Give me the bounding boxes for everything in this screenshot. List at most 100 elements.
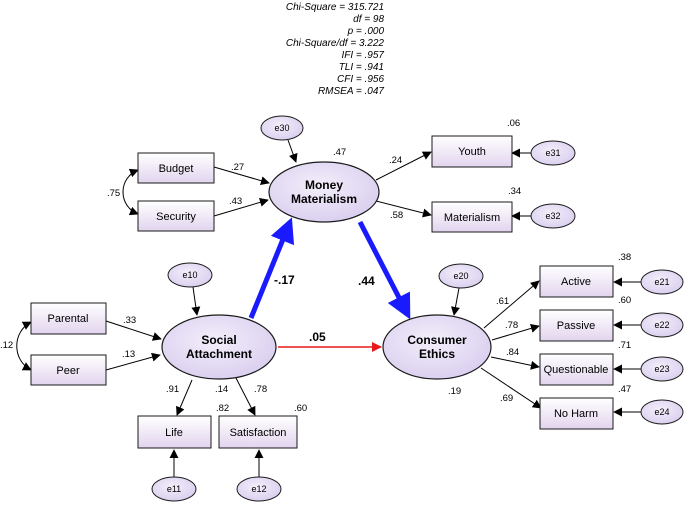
e12-label: e12 — [251, 484, 266, 494]
life-label: Life — [165, 427, 183, 439]
satisfaction-label: Satisfaction — [230, 427, 287, 439]
money-materialism-line1: Money — [305, 178, 343, 192]
box-budget: Budget — [137, 152, 215, 184]
fit-ifi: IFI = .957 — [341, 50, 384, 61]
error-e24: e24 — [640, 399, 684, 425]
latent-consumer-ethics: Consumer Ethics — [382, 314, 492, 380]
path-social-attachment-to-life — [176, 379, 193, 416]
no-harm-label: No Harm — [554, 408, 598, 420]
fit-df: df = 98 — [353, 14, 384, 25]
active-r2: .38 — [618, 252, 631, 263]
questionable-r2: .71 — [618, 340, 631, 351]
parental-label: Parental — [48, 313, 89, 325]
coef-sa-life: .91 — [166, 384, 179, 395]
error-e21: e21 — [640, 269, 684, 295]
coef-mm-materialism: .58 — [390, 210, 403, 221]
error-e10: e10 — [167, 262, 213, 288]
coef-ce-passive: .78 — [505, 320, 518, 331]
coef-sa-mm: -.17 — [274, 273, 295, 287]
fit-cfi: CFI = .956 — [337, 74, 384, 85]
box-peer: Peer — [30, 354, 107, 386]
noharm-r2: .47 — [618, 384, 631, 395]
fit-rmsea: RMSEA = .047 — [318, 86, 384, 97]
path-budget-to-money-materialism — [213, 166, 270, 186]
error-e20: e20 — [438, 263, 484, 289]
latent-money-materialism: Money Materialism — [268, 161, 380, 223]
coef-mm-youth: .24 — [389, 155, 402, 166]
e31-label: e31 — [545, 148, 560, 158]
box-passive: Passive — [539, 309, 614, 342]
coef-parental-sa: .33 — [123, 315, 136, 326]
active-label: Active — [561, 276, 591, 288]
error-e11: e11 — [151, 476, 197, 502]
e21-label: e21 — [654, 277, 669, 287]
fit-chi-square: Chi-Square = 315.721 — [286, 2, 384, 13]
satisfaction-r2: .60 — [294, 403, 307, 414]
path-money-materialism-to-youth — [375, 151, 432, 181]
error-e12: e12 — [236, 476, 282, 502]
questionable-label: Questionable — [544, 364, 609, 376]
error-e31: e31 — [530, 140, 576, 166]
path-e10-to-social-attachment — [191, 286, 201, 316]
error-e23: e23 — [640, 356, 684, 382]
path-consumer-ethics-to-questionable — [490, 356, 540, 370]
error-e30: e30 — [260, 115, 304, 141]
materialism-label: Materialism — [444, 212, 500, 224]
e10-label: e10 — [182, 270, 197, 280]
social-attachment-line1: Social — [201, 333, 236, 347]
error-e32: e32 — [530, 203, 576, 229]
passive-r2: .60 — [618, 295, 631, 306]
coef-budget-security-cov: .75 — [107, 188, 120, 199]
security-label: Security — [156, 211, 196, 223]
path-consumer-ethics-to-active — [483, 280, 540, 329]
coef-budget-mm: .27 — [231, 162, 244, 173]
coef-security-mm: .43 — [229, 196, 242, 207]
box-youth: Youth — [431, 135, 513, 168]
fit-chi-square-df: Chi-Square/df = 3.222 — [286, 38, 385, 49]
budget-label: Budget — [159, 163, 194, 175]
path-e20-to-consumer-ethics — [451, 287, 460, 316]
box-active: Active — [539, 265, 614, 298]
coef-ce-active: .61 — [496, 296, 509, 307]
coef-ce-questionable: .84 — [506, 347, 519, 358]
coef-parental-peer-cov: .12 — [0, 340, 13, 351]
box-life: Life — [137, 415, 212, 449]
e30-label: e30 — [274, 123, 289, 133]
coef-sa-ce: .05 — [309, 330, 326, 344]
consumer-ethics-line1: Consumer — [407, 333, 467, 347]
consumer-ethics-r2: .19 — [448, 386, 461, 397]
coef-mm-ce: .44 — [358, 274, 375, 288]
consumer-ethics-line2: Ethics — [419, 347, 455, 361]
fit-p: p = .000 — [347, 26, 385, 37]
path-money-materialism-to-materialism — [375, 200, 432, 218]
passive-label: Passive — [557, 320, 596, 332]
box-security: Security — [137, 200, 215, 232]
coefficient-labels: .47 .27 .43 .75 .24 .58 .06 .34 .33 .13 … — [0, 118, 631, 414]
path-consumer-ethics-to-no-harm — [480, 367, 542, 409]
money-materialism-r2: .47 — [333, 147, 346, 158]
youth-label: Youth — [458, 146, 486, 158]
path-peer-to-social-attachment — [105, 352, 161, 371]
path-money-materialism-to-consumer-ethics — [357, 220, 411, 320]
e32-label: e32 — [545, 211, 560, 221]
youth-r2: .06 — [507, 118, 520, 129]
path-e30-to-money-materialism — [287, 139, 298, 163]
path-social-attachment-to-satisfaction — [235, 377, 256, 416]
coef-ce-noharm: .69 — [500, 393, 513, 404]
materialism-r2: .34 — [508, 186, 521, 197]
box-satisfaction: Satisfaction — [218, 415, 298, 449]
e23-label: e23 — [654, 364, 669, 374]
social-attachment-r2: .14 — [215, 384, 228, 395]
peer-label: Peer — [56, 365, 80, 377]
fit-tli: TLI = .941 — [339, 62, 384, 73]
path-parental-to-social-attachment — [105, 320, 162, 341]
social-attachment-line2: Attachment — [186, 347, 252, 361]
fit-statistics: Chi-Square = 315.721 df = 98 p = .000 Ch… — [286, 2, 385, 97]
e11-label: e11 — [167, 484, 181, 494]
e20-label: e20 — [453, 271, 468, 281]
e22-label: e22 — [654, 320, 669, 330]
covariance-parental-peer — [16, 321, 32, 371]
coef-peer-sa: .13 — [122, 349, 135, 360]
coef-sa-satisfaction: .78 — [254, 384, 267, 395]
